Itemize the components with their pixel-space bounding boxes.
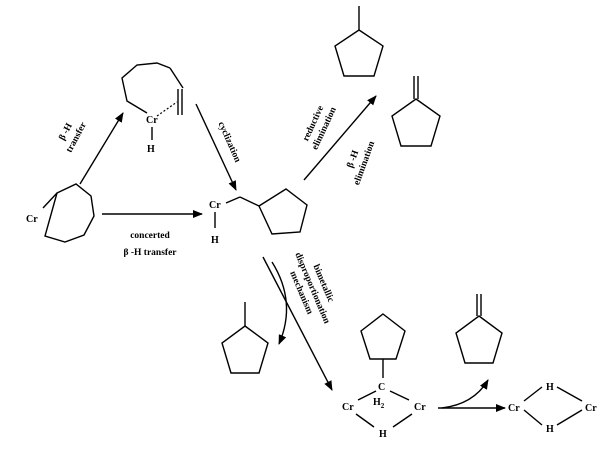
cr-atom: Cr bbox=[209, 200, 221, 211]
svg-text:concerted: concerted bbox=[130, 231, 170, 241]
cr-atom: Cr bbox=[26, 214, 38, 225]
methylcyclopentane-bimetallic-product bbox=[221, 302, 269, 374]
cr-atom-right: Cr bbox=[585, 403, 597, 414]
hydride-atom: H bbox=[211, 235, 219, 246]
chromacycloheptane: Cr bbox=[26, 183, 95, 243]
curved-methylcyclopentane-arrow bbox=[271, 261, 288, 345]
cr-atom-right: Cr bbox=[414, 402, 426, 413]
hydride-atom: H bbox=[147, 144, 155, 155]
svg-text:β -H transfer: β -H transfer bbox=[123, 248, 177, 258]
svg-text:cyclization: cyclization bbox=[215, 120, 242, 164]
bimetallic-dichromium-complex: C H2 Cr Cr H bbox=[342, 313, 426, 440]
cyclopentylmethyl-chromium-hydride: Cr H bbox=[209, 188, 308, 246]
beta-h-transfer-label: β -H transfer bbox=[58, 120, 90, 154]
methylcyclopentane-product bbox=[334, 6, 384, 77]
h2-label: H2 bbox=[373, 397, 385, 410]
cr-atom-left: Cr bbox=[508, 403, 520, 414]
hydrido-chromium-octenyl: Cr H bbox=[121, 62, 184, 155]
beta-h-elimination-label: β -H elimination bbox=[346, 139, 378, 186]
beta-h-transfer-arrow bbox=[79, 112, 124, 185]
cyclization-arrow bbox=[195, 103, 237, 191]
curved-methylenecyclopentane-arrow bbox=[441, 379, 489, 409]
methylenecyclopentane-bimetallic-product bbox=[455, 294, 503, 364]
carbon-atom: C bbox=[378, 382, 385, 393]
bridging-hydride-bottom: H bbox=[546, 424, 554, 435]
reductive-elimination-arrow bbox=[303, 95, 377, 181]
reductive-elimination-label: reductive elimination bbox=[301, 104, 339, 151]
bridging-hydride: H bbox=[379, 429, 387, 440]
methylenecyclopentane-product bbox=[391, 76, 441, 147]
dihydride-bridged-dichromium: Cr Cr H H bbox=[508, 382, 597, 435]
cyclization-label: cyclization bbox=[215, 120, 242, 164]
cr-atom-left: Cr bbox=[342, 402, 354, 413]
concerted-label: concerted β -H transfer bbox=[123, 231, 177, 258]
bimetallic-arrow bbox=[262, 256, 333, 391]
bridging-hydride-top: H bbox=[546, 382, 554, 393]
bimetallic-label: bimetallic disproportionation mechanism bbox=[287, 251, 335, 326]
cr-atom: Cr bbox=[146, 115, 158, 126]
